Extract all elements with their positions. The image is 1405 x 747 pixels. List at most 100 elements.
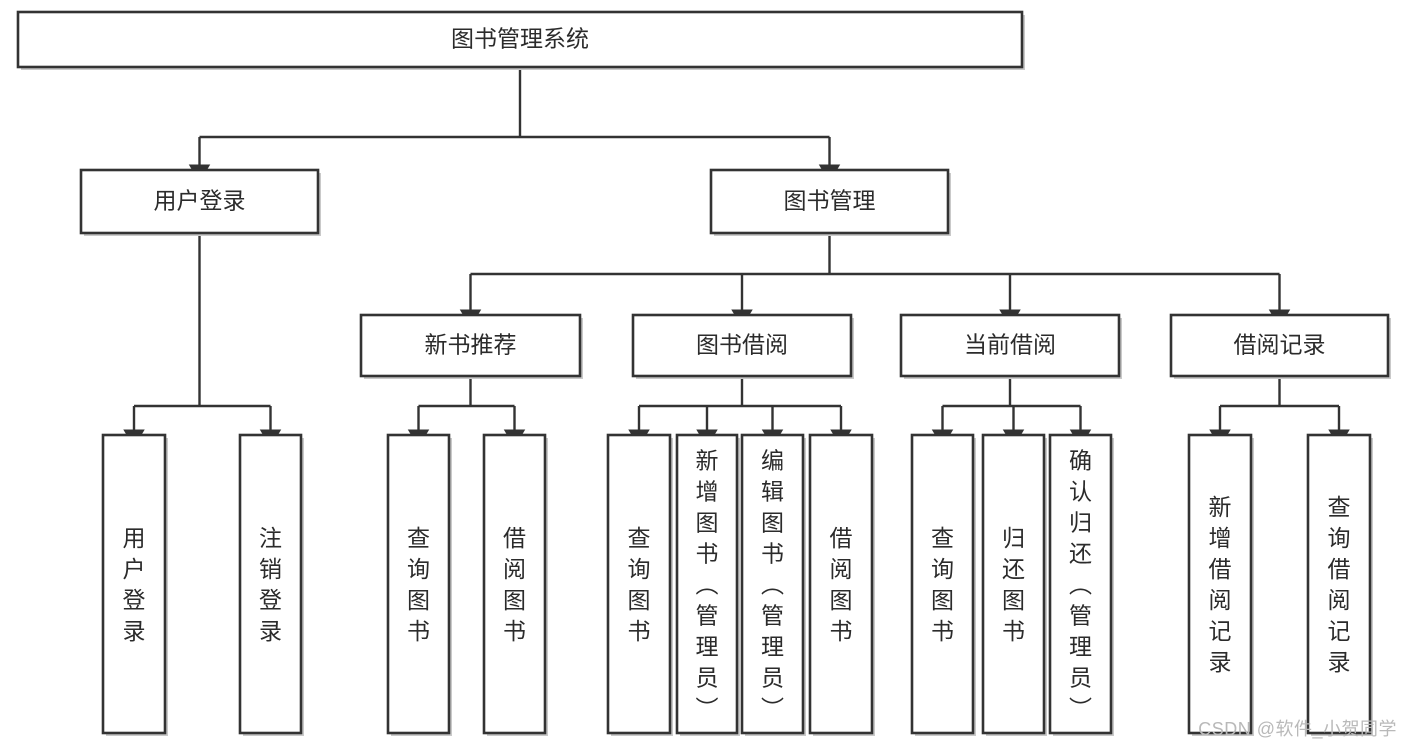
node-level3-3[interactable] <box>1169 313 1391 379</box>
node-box[interactable] <box>1306 433 1372 735</box>
node-leaf-7[interactable] <box>808 433 875 736</box>
node-box[interactable] <box>1169 313 1390 378</box>
node-level3-2[interactable] <box>899 313 1122 379</box>
label-char: ︵ <box>696 572 719 598</box>
node-box[interactable] <box>16 10 1024 69</box>
node-leaf-9[interactable] <box>981 433 1047 736</box>
node-box[interactable] <box>808 433 874 735</box>
label-char: 登 <box>259 587 282 613</box>
node-leaf-2[interactable] <box>386 433 452 736</box>
node-level2-0[interactable] <box>79 168 321 236</box>
node-box[interactable] <box>899 313 1121 378</box>
node-leaf-11[interactable] <box>1187 433 1254 736</box>
label-char: 借 <box>503 525 526 551</box>
node-leaf-3[interactable] <box>482 433 548 736</box>
label-char: 理 <box>696 634 719 660</box>
label-char: 书 <box>1002 618 1025 644</box>
label-char: 书 <box>830 618 853 644</box>
node-label-vertical: 用户登录 <box>123 525 146 644</box>
node-box[interactable] <box>631 313 853 378</box>
label-char: 询 <box>628 556 651 582</box>
node-box[interactable] <box>606 433 672 735</box>
node-level3-1[interactable] <box>631 313 854 379</box>
label-char: ︵ <box>1069 572 1092 598</box>
watermark-text: CSDN @软件_小贺同学 <box>1198 719 1397 739</box>
node-box[interactable] <box>981 433 1046 735</box>
label-char: 书 <box>931 618 954 644</box>
label-char: 图 <box>503 587 526 613</box>
label-char: 图 <box>830 587 853 613</box>
label-char: 询 <box>407 556 430 582</box>
label-char: 图 <box>1002 587 1025 613</box>
node-box[interactable] <box>101 433 167 735</box>
node-box[interactable] <box>1048 433 1113 735</box>
label-char: 还 <box>1002 556 1025 582</box>
label-char: 认 <box>1069 479 1092 505</box>
label-char: 登 <box>123 587 146 613</box>
label-char: 图 <box>761 510 784 536</box>
label-char: 辑 <box>761 479 784 505</box>
label-char: 销 <box>259 556 282 582</box>
label-char: 增 <box>1209 525 1232 551</box>
label-char: ︶ <box>1069 696 1092 722</box>
node-leaf-8[interactable] <box>910 433 976 736</box>
node-box[interactable] <box>386 433 451 735</box>
node-label: 用户登录 <box>154 188 246 214</box>
label-char: ︵ <box>761 572 784 598</box>
node-box[interactable] <box>359 313 582 378</box>
node-label: 图书管理 <box>784 188 876 214</box>
label-char: 管 <box>1069 603 1092 629</box>
nodes-layer: 图书管理系统用户登录图书管理新书推荐图书借阅当前借阅借阅记录用户登录注销登录查询… <box>16 10 1391 736</box>
node-leaf-4[interactable] <box>606 433 673 736</box>
node-leaf-12[interactable] <box>1306 433 1373 736</box>
node-box[interactable] <box>482 433 547 735</box>
label-char: 记 <box>1209 618 1232 644</box>
node-root[interactable] <box>16 10 1025 70</box>
node-leaf-5[interactable] <box>675 433 740 736</box>
node-box[interactable] <box>238 433 303 735</box>
node-box[interactable] <box>675 433 739 735</box>
node-box[interactable] <box>740 433 805 735</box>
label-char: 书 <box>407 618 430 644</box>
label-char: 阅 <box>503 556 526 582</box>
label-char: 用 <box>123 525 146 551</box>
label-char: 图 <box>628 587 651 613</box>
node-level2-1[interactable] <box>709 168 951 236</box>
node-leaf-10[interactable] <box>1048 433 1114 736</box>
node-box[interactable] <box>709 168 950 235</box>
node-label: 新书推荐 <box>425 332 517 358</box>
label-char: 记 <box>1328 618 1351 644</box>
label-char: 员 <box>761 665 784 691</box>
label-char: 书 <box>628 618 651 644</box>
label-char: 员 <box>696 665 719 691</box>
label-char: 归 <box>1069 510 1092 536</box>
label-char: 录 <box>1209 649 1232 675</box>
node-level3-0[interactable] <box>359 313 583 379</box>
label-char: 书 <box>761 541 784 567</box>
label-char: 询 <box>931 556 954 582</box>
label-char: 借 <box>830 525 853 551</box>
label-char: ︶ <box>696 696 719 722</box>
node-leaf-1[interactable] <box>238 433 304 736</box>
label-char: 图 <box>931 587 954 613</box>
node-label: 图书管理系统 <box>451 26 589 52</box>
node-box[interactable] <box>1187 433 1253 735</box>
node-leaf-0[interactable] <box>101 433 168 736</box>
node-leaf-6[interactable] <box>740 433 806 736</box>
node-box[interactable] <box>910 433 975 735</box>
label-char: 借 <box>1209 556 1232 582</box>
label-char: 书 <box>503 618 526 644</box>
label-char: 确 <box>1069 448 1092 474</box>
label-char: 查 <box>628 525 651 551</box>
label-char: 书 <box>696 541 719 567</box>
node-box[interactable] <box>79 168 320 235</box>
label-char: 理 <box>761 634 784 660</box>
